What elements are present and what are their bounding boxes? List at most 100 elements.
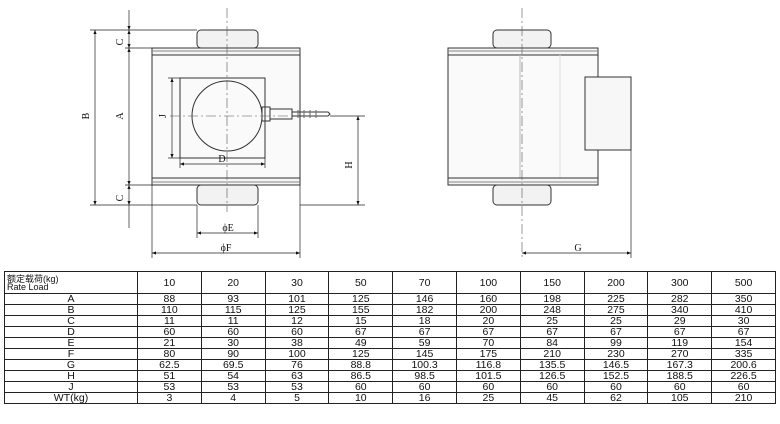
table-cell: 119: [647, 337, 713, 349]
table-cell: 101.5: [455, 370, 521, 382]
table-cell: 11: [200, 315, 266, 327]
table-cell: 86.5: [328, 370, 394, 382]
table-cell: 60: [137, 326, 202, 338]
load-header-cell: 150: [519, 271, 585, 294]
table-cell: 69.5: [200, 359, 266, 371]
dim-label-g: G: [574, 243, 581, 254]
table-cell: 60: [264, 326, 330, 338]
table-cell: 248: [519, 304, 585, 316]
table-cell: 350: [711, 293, 776, 305]
row-label-cell: A: [4, 293, 138, 305]
row-label-cell: C: [4, 315, 138, 327]
table-cell: 410: [711, 304, 776, 316]
table-cell: 67: [392, 326, 457, 338]
table-cell: 4: [200, 392, 266, 404]
table-cell: 67: [519, 326, 585, 338]
bottom-boss: [196, 184, 259, 206]
table-cell: 93: [200, 293, 266, 305]
table-cell: 54: [200, 370, 266, 382]
table-cell: 59: [392, 337, 457, 349]
dim-label-h: H: [344, 161, 355, 168]
table-cell: 210: [711, 392, 776, 404]
table-cell: 101: [264, 293, 330, 305]
table-cell: 182: [392, 304, 457, 316]
load-header-cell: 70: [392, 271, 457, 294]
table-cell: 45: [519, 392, 585, 404]
row-label-cell: H: [4, 370, 138, 382]
row-label-cell: G: [4, 359, 138, 371]
load-header-cell: 500: [711, 271, 776, 294]
load-header-cell: 20: [200, 271, 266, 294]
table-cell: 198: [519, 293, 585, 305]
table-cell: 275: [583, 304, 649, 316]
row-label-cell: E: [4, 337, 138, 349]
load-header-cell: 200: [583, 271, 649, 294]
table-cell: 60: [519, 381, 585, 393]
table-cell: 282: [647, 293, 713, 305]
table-cell: 49: [328, 337, 394, 349]
table-cell: 230: [583, 348, 649, 360]
table-cell: 167.3: [647, 359, 713, 371]
table-cell: 51: [137, 370, 202, 382]
header-label-en: Rate Load: [7, 281, 49, 292]
table-cell: 226.5: [711, 370, 776, 382]
top-boss: [196, 29, 259, 49]
table-cell: 88: [137, 293, 202, 305]
dim-label-b: B: [81, 112, 92, 119]
table-cell: 126.5: [519, 370, 585, 382]
row-label-cell: D: [4, 326, 138, 338]
table-cell: 25: [519, 315, 585, 327]
table-cell: 135.5: [519, 359, 585, 371]
row-label-cell: J: [4, 381, 138, 393]
inner-square: [179, 77, 266, 159]
table-cell: 115: [200, 304, 266, 316]
table-cell: 98.5: [392, 370, 457, 382]
table-cell: 175: [455, 348, 521, 360]
table-cell: 200: [455, 304, 521, 316]
dim-label-phi-f: ϕF: [221, 243, 232, 254]
dim-label-c-bottom: C: [115, 194, 126, 201]
table-cell: 145: [392, 348, 457, 360]
table-cell: 160: [455, 293, 521, 305]
side-view: [447, 8, 632, 258]
table-cell: 80: [137, 348, 202, 360]
load-header-cell: 100: [455, 271, 521, 294]
load-header-cell: 50: [328, 271, 394, 294]
table-cell: 70: [455, 337, 521, 349]
table-cell: 53: [137, 381, 202, 393]
dim-label-phi-e: ϕE: [222, 223, 233, 234]
table-cell: 105: [647, 392, 713, 404]
table-cell: 188.5: [647, 370, 713, 382]
table-cell: 25: [583, 315, 649, 327]
table-cell: 20: [455, 315, 521, 327]
table-cell: 60: [583, 381, 649, 393]
table-cell: 15: [328, 315, 394, 327]
row-label-cell: F: [4, 348, 138, 360]
table-cell: 62: [583, 392, 649, 404]
dim-label-a: A: [115, 112, 126, 120]
table-cell: 125: [328, 348, 394, 360]
table-cell: 5: [264, 392, 330, 404]
dim-label-c-top: C: [115, 38, 126, 45]
table-cell: 18: [392, 315, 457, 327]
table-cell: 100.3: [392, 359, 457, 371]
table-cell: 67: [455, 326, 521, 338]
table-cell: 67: [647, 326, 713, 338]
table-cell: 200.6: [711, 359, 776, 371]
header-label-cn: 额定载荷(kg): [7, 273, 59, 284]
table-cell: 116.8: [455, 359, 521, 371]
table-cell: 100: [264, 348, 330, 360]
table-cell: 30: [711, 315, 776, 327]
table-cell: 63: [264, 370, 330, 382]
table-cell: 125: [328, 293, 394, 305]
table-cell: 67: [328, 326, 394, 338]
table-cell: 21: [137, 337, 202, 349]
table-cell: 340: [647, 304, 713, 316]
dim-label-j: J: [158, 114, 169, 118]
